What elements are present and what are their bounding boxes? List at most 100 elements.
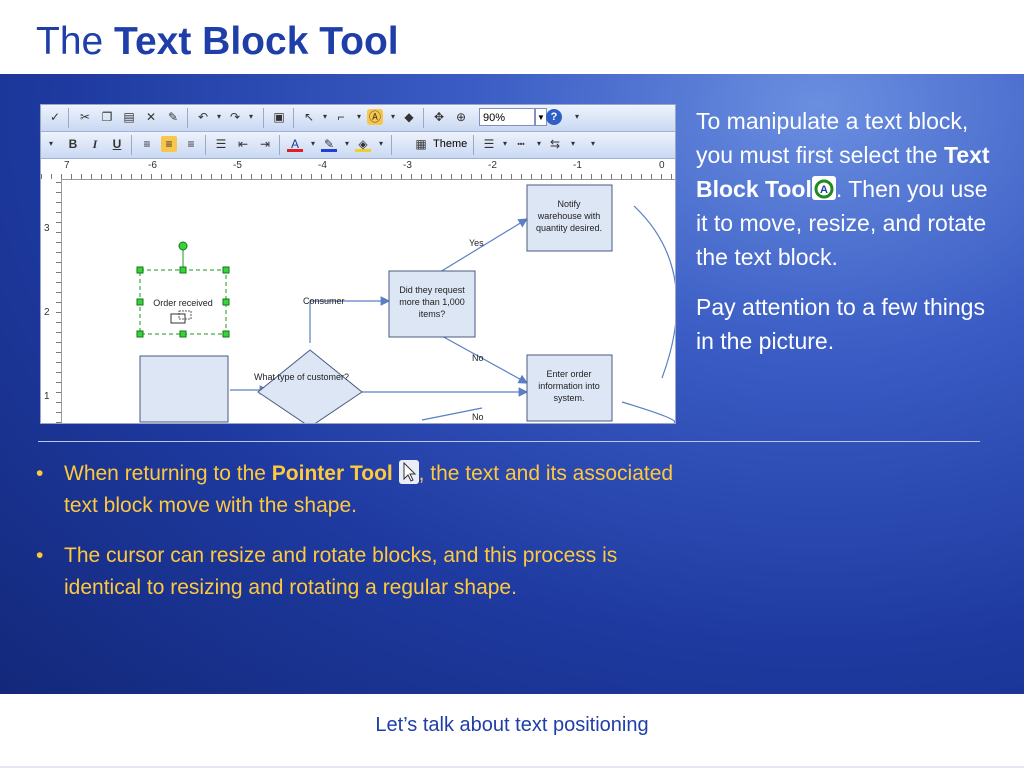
bullets-icon[interactable]: ☰ — [215, 137, 227, 151]
resize-handle[interactable] — [179, 266, 187, 274]
theme-icon[interactable]: ▦ — [415, 137, 427, 151]
resize-handle[interactable] — [136, 330, 144, 338]
resize-handle[interactable] — [222, 266, 230, 274]
separator — [263, 108, 264, 128]
align-center-icon[interactable]: ≡ — [161, 136, 177, 152]
connector-no[interactable] — [439, 334, 529, 384]
theme-button-label[interactable]: Theme — [433, 138, 468, 150]
drawing-canvas[interactable]: Notify warehouse with quantity desired. … — [62, 180, 675, 423]
ruler-label: 7 — [64, 160, 70, 171]
delete-icon[interactable]: ✕ — [145, 110, 157, 124]
shape-blank-process[interactable] — [139, 355, 229, 423]
rotation-handle[interactable] — [178, 241, 188, 251]
notify-line-1: Notify — [557, 199, 581, 209]
connector-tool-icon[interactable]: ⌐ — [337, 110, 345, 124]
connector-consumer[interactable] — [309, 296, 391, 343]
separator — [293, 108, 294, 128]
pointer-tool-icon — [398, 460, 419, 484]
resize-handle[interactable] — [136, 266, 144, 274]
did-they-line-2: more than 1,000 — [399, 297, 465, 307]
ruler-label: 2 — [44, 307, 50, 318]
resize-handle[interactable] — [222, 330, 230, 338]
font-color-icon[interactable]: A — [287, 136, 303, 152]
dropdown-arrow-icon[interactable]: ▾ — [570, 139, 575, 148]
dropdown-arrow-icon[interactable]: ▾ — [216, 112, 221, 121]
paste-icon[interactable]: ▤ — [123, 110, 135, 124]
dropdown-arrow-icon[interactable]: ▾ — [574, 112, 579, 121]
undo-icon[interactable]: ↶ — [197, 110, 209, 124]
fill-color-icon[interactable]: ◈ — [355, 136, 371, 152]
separator — [187, 108, 188, 128]
shape-decision-customer[interactable] — [257, 349, 363, 423]
toolbar-options-icon[interactable]: ▾ — [590, 139, 595, 148]
connector-curve-top[interactable] — [633, 205, 675, 379]
enter-order-line-3: system. — [553, 393, 584, 403]
bullet-item: • The cursor can resize and rotate block… — [36, 540, 676, 604]
bullet-1-text-b: , the text and its associated text block… — [64, 462, 674, 517]
spelling-icon[interactable]: ✓ — [49, 110, 61, 124]
ruler-label: -4 — [318, 160, 327, 171]
line-ends-icon[interactable]: ⇆ — [549, 137, 561, 151]
p1-text-a: To manipulate a text block, you must fir… — [696, 108, 969, 168]
connector-no-bottom[interactable] — [421, 407, 483, 421]
shape-enter-order[interactable] — [526, 354, 613, 422]
line-color-icon[interactable]: ✎ — [321, 136, 337, 152]
standard-toolbar: ✓ ✂ ❐ ▤ ✕ ✎ ↶ ▾ ↷ ▾ ▣ ↖ ▾ ⌐ ▾ Ⓐ ▾ ◆ ✥ ⊕ … — [41, 105, 675, 132]
pan-icon[interactable]: ✥ — [433, 110, 445, 124]
cut-icon[interactable]: ✂ — [79, 110, 91, 124]
dropdown-arrow-icon[interactable]: ▾ — [390, 112, 395, 121]
italic-icon[interactable]: I — [92, 137, 98, 151]
ruler-label: 1 — [44, 391, 50, 402]
pointer-tool-icon[interactable]: ↖ — [303, 110, 315, 124]
shape-notify-warehouse[interactable] — [526, 184, 613, 252]
yes-label: Yes — [469, 238, 484, 248]
ruler-label: -1 — [573, 160, 582, 171]
resize-handle[interactable] — [136, 298, 144, 306]
copy-icon[interactable]: ❐ — [101, 110, 113, 124]
dropdown-arrow-icon[interactable]: ▾ — [310, 139, 315, 148]
help-icon[interactable]: ? — [546, 109, 562, 125]
separator — [131, 135, 132, 155]
dropdown-arrow-icon[interactable]: ▾ — [322, 112, 327, 121]
slide-title: The Text Block Tool — [36, 20, 399, 64]
decrease-indent-icon[interactable]: ⇤ — [237, 137, 249, 151]
format-painter-icon[interactable]: ✎ — [167, 110, 179, 124]
redo-icon[interactable]: ↷ — [229, 110, 241, 124]
app-screenshot: ✓ ✂ ❐ ▤ ✕ ✎ ↶ ▾ ↷ ▾ ▣ ↖ ▾ ⌐ ▾ Ⓐ ▾ ◆ ✥ ⊕ … — [40, 104, 676, 424]
dropdown-arrow-icon[interactable]: ▾ — [356, 112, 361, 121]
dropdown-arrow-icon[interactable]: ▾ — [536, 139, 541, 148]
resize-handle[interactable] — [222, 298, 230, 306]
shape-did-they-request[interactable] — [388, 270, 476, 338]
zoom-icon[interactable]: ⊕ — [455, 110, 467, 124]
right-text: To manipulate a text block, you must fir… — [696, 104, 996, 358]
did-they-line-1: Did they request — [399, 285, 465, 295]
flowchart: Notify warehouse with quantity desired. … — [136, 184, 675, 423]
shapes-icon[interactable]: ▣ — [273, 110, 285, 124]
dropdown-arrow-icon[interactable]: ▾ — [502, 139, 507, 148]
horizontal-ruler: 7 -6 -5 -4 -3 -2 -1 0 — [41, 159, 675, 180]
align-left-icon[interactable]: ≡ — [143, 137, 151, 151]
dropdown-arrow-icon[interactable]: ▾ — [248, 112, 253, 121]
zoom-select[interactable]: 90% — [479, 108, 535, 126]
line-weight-icon[interactable]: ☰ — [483, 137, 495, 151]
ruler-label: 3 — [44, 223, 50, 234]
title-bar: The Text Block Tool — [0, 0, 1024, 74]
paragraph-2: Pay attention to a few things in the pic… — [696, 294, 985, 354]
line-pattern-icon[interactable]: ┅ — [517, 137, 525, 151]
dropdown-arrow-icon[interactable]: ▾ — [48, 139, 53, 148]
paragraph-1: To manipulate a text block, you must fir… — [696, 104, 996, 274]
increase-indent-icon[interactable]: ⇥ — [259, 137, 271, 151]
title-prefix: The — [36, 20, 115, 63]
align-right-icon[interactable]: ≡ — [187, 137, 195, 151]
connector-yes[interactable] — [439, 218, 529, 273]
connector-curve-bottom[interactable] — [621, 401, 675, 423]
enter-order-line-1: Enter order — [546, 369, 591, 379]
text-block-tool-icon[interactable]: Ⓐ — [367, 109, 383, 125]
consumer-label: Consumer — [303, 296, 345, 306]
dropdown-arrow-icon[interactable]: ▾ — [378, 139, 383, 148]
format-fill-icon[interactable]: ◆ — [404, 110, 414, 124]
underline-icon[interactable]: U — [112, 137, 122, 151]
bold-icon[interactable]: B — [68, 137, 78, 151]
resize-handle[interactable] — [179, 330, 187, 338]
dropdown-arrow-icon[interactable]: ▾ — [344, 139, 349, 148]
